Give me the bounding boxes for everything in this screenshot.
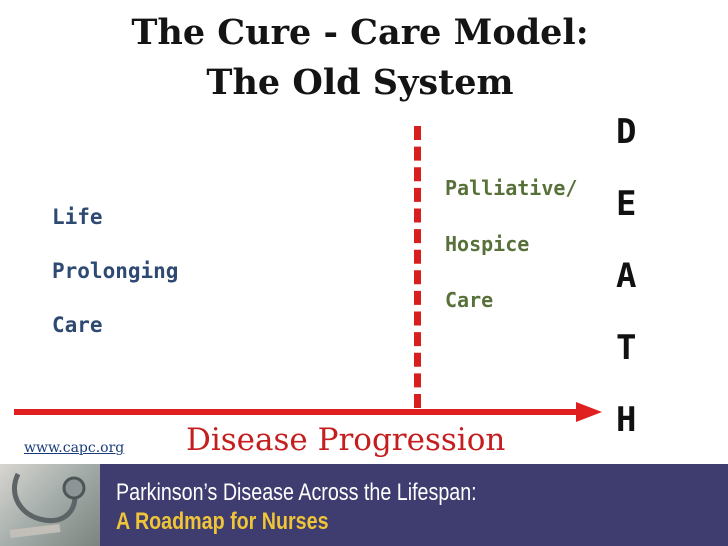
progression-arrow bbox=[14, 402, 602, 422]
title-line-2: The Old System bbox=[206, 62, 514, 103]
left-label-line-2: Prolonging bbox=[52, 259, 179, 283]
dashed-divider-line bbox=[414, 126, 421, 408]
title-line-1: The Cure - Care Model: bbox=[131, 12, 589, 53]
slide-title: The Cure - Care Model: The Old System bbox=[80, 8, 640, 108]
banner-text: Parkinson’s Disease Across the Lifespan:… bbox=[116, 478, 477, 536]
right-label-line-1: Palliative/ bbox=[445, 176, 578, 200]
footer-banner: Parkinson’s Disease Across the Lifespan:… bbox=[0, 464, 728, 546]
death-vertical-word: D E A T H bbox=[616, 96, 666, 456]
life-prolonging-care-label: Life Prolonging Care bbox=[52, 190, 178, 352]
death-letter-d: D bbox=[616, 112, 637, 152]
source-link[interactable]: www.capc.org bbox=[24, 440, 125, 456]
death-letter-a: A bbox=[616, 256, 637, 296]
arrow-head bbox=[576, 402, 602, 422]
stethoscope-photo-icon bbox=[0, 464, 100, 546]
left-label-line-3: Care bbox=[52, 313, 103, 337]
palliative-hospice-care-label: Palliative/ Hospice Care bbox=[445, 160, 577, 328]
banner-title: Parkinson’s Disease Across the Lifespan: bbox=[116, 479, 477, 506]
death-letter-e: E bbox=[616, 184, 637, 224]
death-letter-h: H bbox=[616, 400, 637, 440]
death-letter-t: T bbox=[616, 328, 637, 368]
right-label-line-3: Care bbox=[445, 288, 494, 312]
banner-subtitle: A Roadmap for Nurses bbox=[116, 508, 329, 535]
left-label-line-1: Life bbox=[52, 205, 103, 229]
disease-progression-label: Disease Progression bbox=[186, 422, 506, 458]
right-label-line-2: Hospice bbox=[445, 232, 530, 256]
